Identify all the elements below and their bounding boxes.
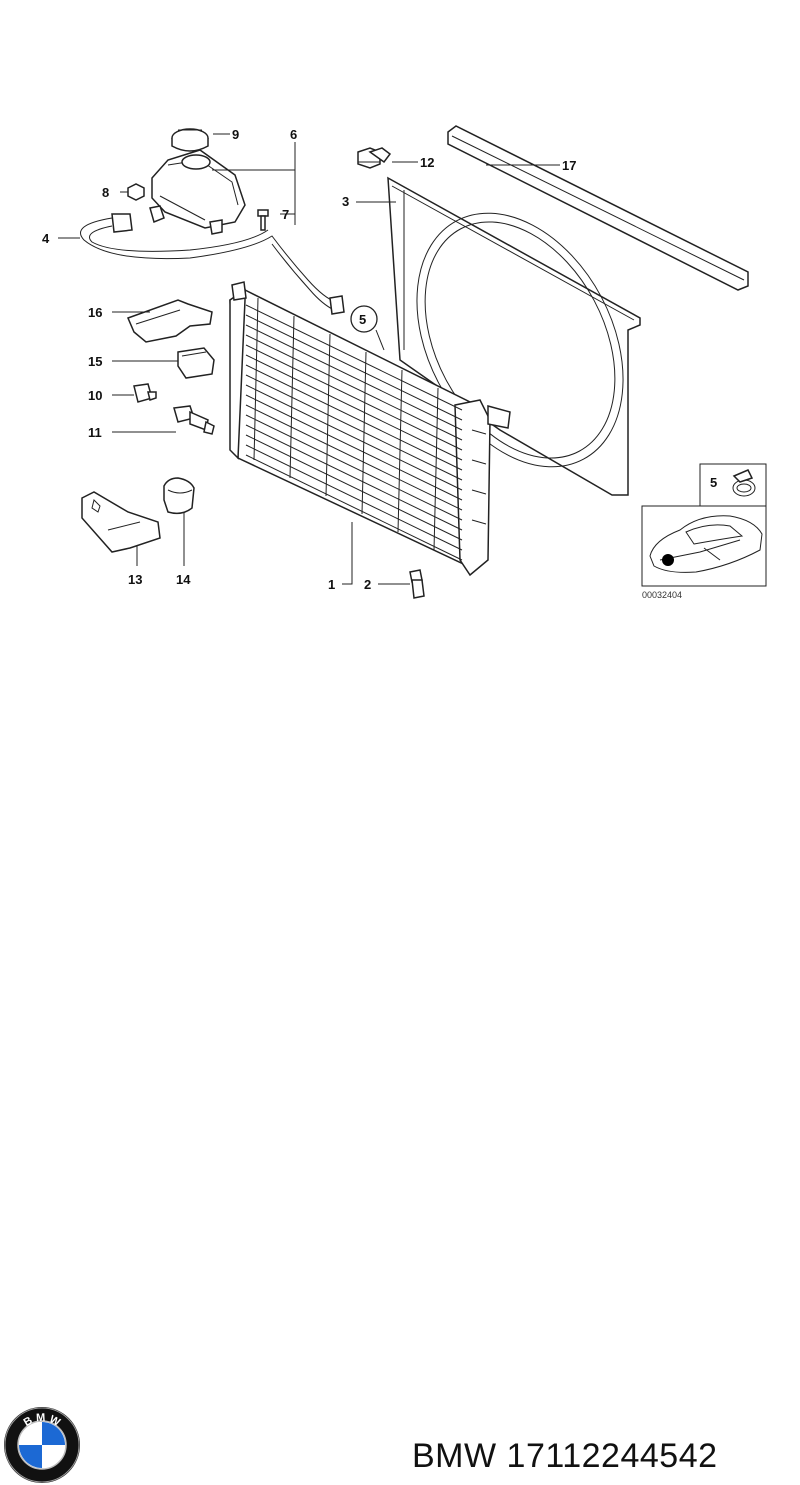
coolant-hose (80, 213, 345, 315)
callout-2: 2 (364, 577, 371, 592)
radiator-core-rib (325, 333, 331, 497)
footer: B M W BMW 17112244542 (0, 700, 800, 1483)
callout-10: 10 (88, 388, 102, 403)
radiator-core-rib (433, 387, 439, 551)
tank-cap (171, 128, 209, 152)
callout-6: 6 (290, 127, 297, 142)
radiator-fin (245, 434, 463, 541)
callout-15: 15 (88, 354, 102, 369)
radiator-fin (245, 324, 463, 431)
callout-17: 17 (562, 158, 576, 173)
bracket-16 (126, 299, 213, 343)
radiator-fin (245, 354, 463, 461)
callout-5-circle: 5 (350, 305, 378, 333)
radiator-fin (245, 424, 463, 531)
temp-sensor (173, 405, 215, 435)
radiator-fin (245, 404, 463, 511)
radiator-fin (245, 414, 463, 521)
leader-lines (58, 133, 560, 585)
radiator-fin (245, 394, 463, 501)
callout-12: 12 (420, 155, 434, 170)
hose-clamp-icon (732, 469, 756, 497)
callout-4: 4 (42, 231, 50, 246)
radiator-fin (245, 344, 463, 451)
brand-part-number: BMW 17112244542 (412, 1437, 718, 1475)
plug-10 (133, 383, 157, 403)
callouts: 9 6 8 7 4 12 17 3 5 16 15 10 11 13 14 1 … (42, 127, 576, 592)
bolt-2 (409, 569, 425, 599)
bmw-roundel-icon: B M W (4, 1407, 80, 1483)
radiator-fin (245, 314, 463, 421)
radiator-fin (245, 384, 463, 491)
callout-9: 9 (232, 127, 239, 142)
callout-1: 1 (328, 577, 335, 592)
location-dot-icon (662, 554, 674, 566)
callout-13: 13 (128, 572, 142, 587)
radiator-fin (245, 454, 463, 561)
rubber-mount (163, 477, 195, 515)
callout-16: 16 (88, 305, 102, 320)
radiator-core-rib (361, 351, 367, 515)
radiator-core-rib (289, 315, 295, 479)
callout-8: 8 (102, 185, 109, 200)
callout-7: 7 (282, 207, 289, 222)
callout-11: 11 (88, 425, 102, 440)
expansion-tank (149, 149, 246, 235)
clip (357, 147, 392, 169)
inset-box: 5 00032404 (641, 463, 767, 600)
radiator (229, 281, 511, 577)
radiator-fin (245, 334, 463, 441)
car-silhouette-icon (649, 515, 763, 573)
callout-3: 3 (342, 194, 349, 209)
radiator-fin (245, 304, 463, 411)
radiator-fin (245, 364, 463, 471)
inset-callout-5: 5 (710, 475, 717, 490)
screw-7 (257, 209, 269, 231)
bracket-13 (81, 491, 161, 553)
callout-14: 14 (176, 572, 191, 587)
seal-strip (447, 125, 749, 291)
nut (127, 183, 145, 201)
radiator-fin (245, 374, 463, 481)
parts-diagram: 9 6 8 7 4 12 17 3 5 16 15 10 11 13 14 1 … (42, 125, 767, 600)
radiator-fin (245, 444, 463, 551)
rubber-pad (177, 347, 215, 379)
radiator-core-rib (253, 297, 259, 461)
radiator-core-rib (397, 369, 403, 533)
inset-code: 00032404 (642, 590, 682, 600)
callout-5: 5 (359, 312, 366, 327)
